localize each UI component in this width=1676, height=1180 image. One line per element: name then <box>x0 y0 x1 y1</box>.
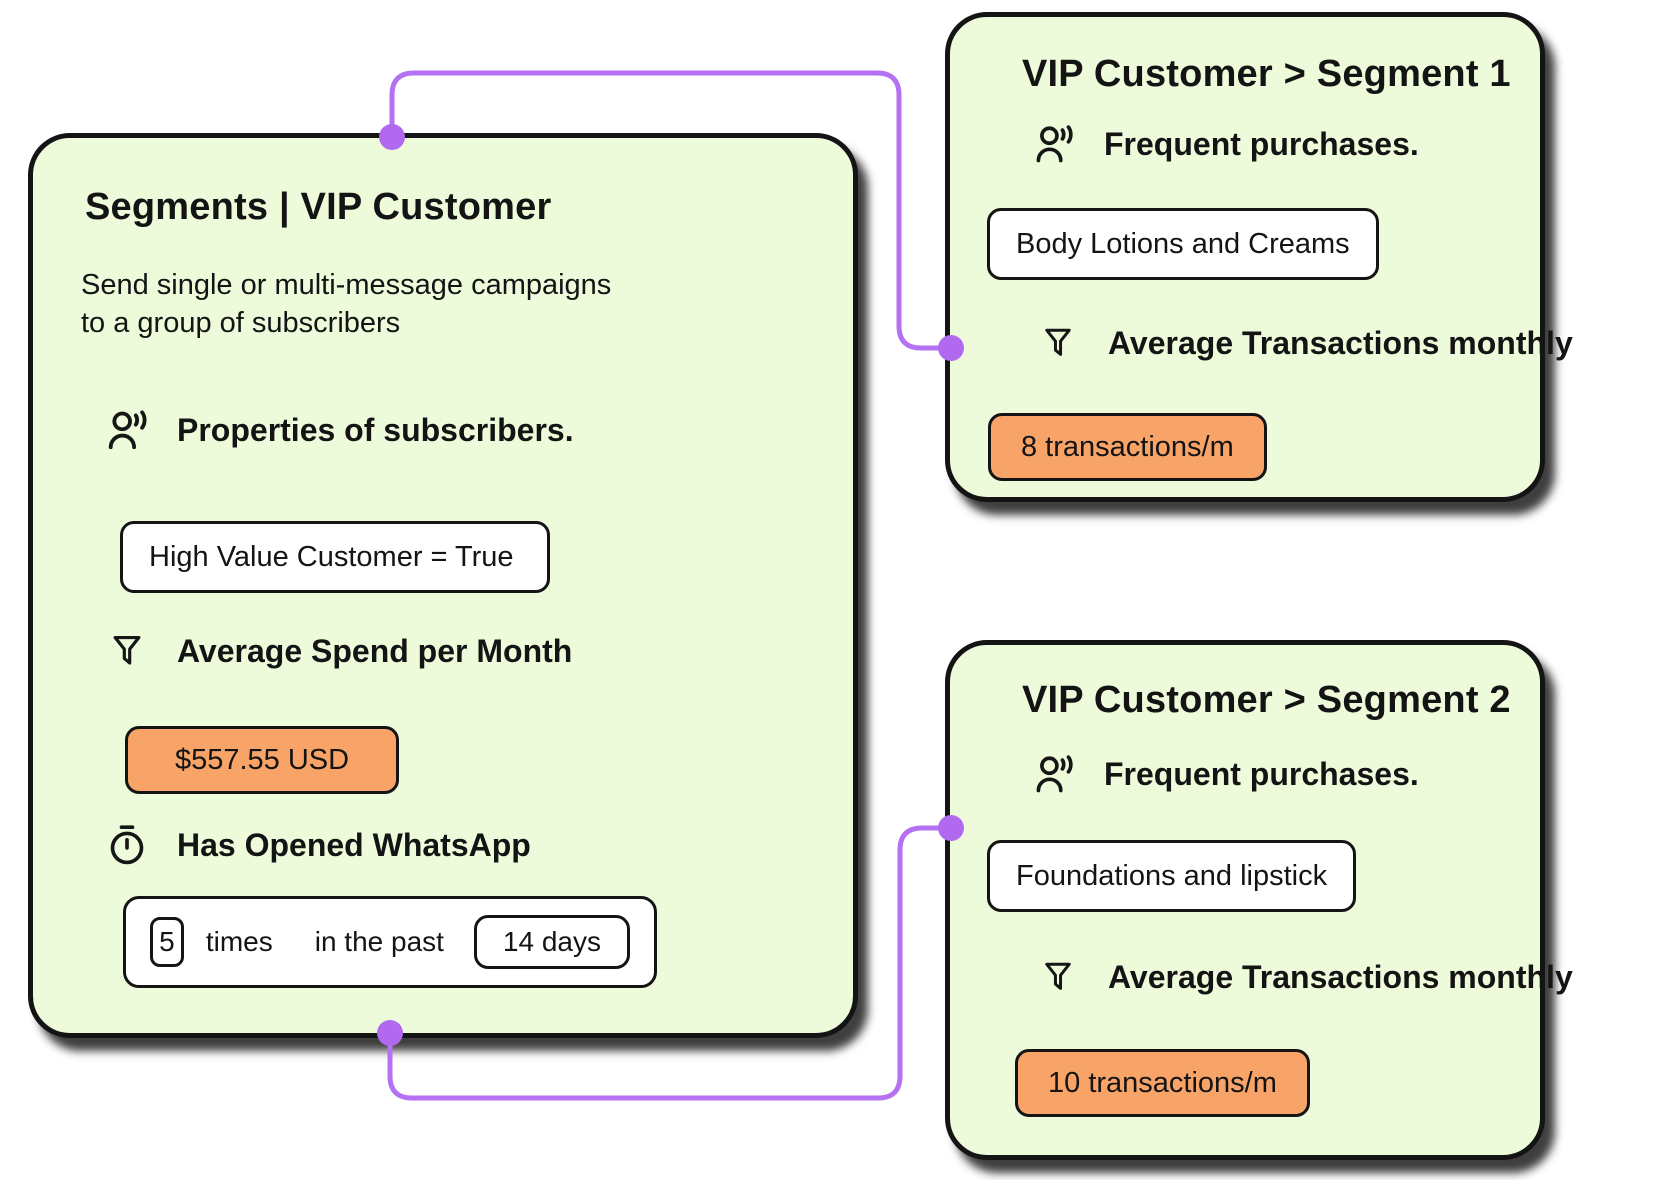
card-description: Send single or multi-message campaigns t… <box>81 266 611 342</box>
transactions-label: Average Transactions monthly <box>1108 324 1573 361</box>
segment1-card[interactable]: VIP Customer > Segment 1 Frequent purcha… <box>945 12 1573 502</box>
funnel-icon <box>103 630 151 672</box>
purchases-value-text: Foundations and lipstick <box>1016 859 1328 892</box>
transactions-value-text: 8 transactions/m <box>1021 430 1234 463</box>
average-spend-row: Average Spend per Month <box>103 630 572 672</box>
transactions-value-chip[interactable]: 8 transactions/m <box>988 413 1267 481</box>
transactions-value-text: 10 transactions/m <box>1048 1066 1277 1099</box>
transactions-row: Average Transactions monthly <box>1034 323 1573 363</box>
connector-dot-left-card-bottom[interactable] <box>377 1020 403 1046</box>
user-voice-icon <box>1030 751 1078 797</box>
average-spend-label: Average Spend per Month <box>177 632 573 669</box>
card-description-line: Send single or multi-message campaigns <box>81 269 612 301</box>
average-spend-value-chip[interactable]: $557.55 USD <box>125 726 399 794</box>
connector-dot-left-card-top[interactable] <box>379 124 405 150</box>
card-title: VIP Customer > Segment 1 <box>1022 53 1511 95</box>
frequency-count-unit: times <box>205 926 273 957</box>
card-description-line: to a group of subscribers <box>81 307 401 339</box>
transactions-row: Average Transactions monthly <box>1034 957 1573 997</box>
whatsapp-label: Has Opened WhatsApp <box>177 826 531 863</box>
frequency-count-field[interactable]: 5 <box>150 917 184 967</box>
frequency-connector-text: in the past <box>314 926 444 957</box>
frequent-purchases-row: Frequent purchases. <box>1030 121 1419 167</box>
whatsapp-row: Has Opened WhatsApp <box>103 822 531 868</box>
segment2-card[interactable]: VIP Customer > Segment 2 Frequent purcha… <box>945 640 1573 1160</box>
frequency-window-field[interactable]: 14 days <box>473 915 630 969</box>
frequent-purchases-label: Frequent purchases. <box>1104 125 1419 162</box>
property-value-text: High Value Customer = True <box>149 540 514 573</box>
connector-dot-segment2[interactable] <box>938 815 964 841</box>
purchases-value-field[interactable]: Foundations and lipstick <box>987 840 1357 912</box>
frequent-purchases-label: Frequent purchases. <box>1104 755 1419 792</box>
purchases-value-field[interactable]: Body Lotions and Creams <box>987 208 1379 280</box>
purchases-value-text: Body Lotions and Creams <box>1016 227 1350 260</box>
frequent-purchases-row: Frequent purchases. <box>1030 751 1419 797</box>
user-voice-icon <box>1030 121 1078 167</box>
frequency-condition-box: 5 times in the past 14 days <box>123 896 657 988</box>
property-value-field[interactable]: High Value Customer = True <box>120 521 550 593</box>
transactions-value-chip[interactable]: 10 transactions/m <box>1015 1049 1310 1117</box>
card-title: Segments | VIP Customer <box>85 186 552 228</box>
transactions-label: Average Transactions monthly <box>1108 958 1573 995</box>
properties-row: Properties of subscribers. <box>103 406 574 454</box>
user-voice-icon <box>103 406 151 454</box>
card-title: VIP Customer > Segment 2 <box>1022 679 1511 721</box>
segments-vip-customer-card[interactable]: Segments | VIP Customer Send single or m… <box>28 133 858 1038</box>
frequency-window-text: 14 days <box>502 926 601 957</box>
frequency-count-text: 5 <box>159 926 175 957</box>
funnel-icon <box>1034 957 1082 997</box>
connector-dot-segment1[interactable] <box>938 335 964 361</box>
timer-icon <box>103 822 151 868</box>
average-spend-value-text: $557.55 USD <box>174 743 350 776</box>
funnel-icon <box>1034 323 1082 363</box>
properties-label: Properties of subscribers. <box>177 411 574 448</box>
